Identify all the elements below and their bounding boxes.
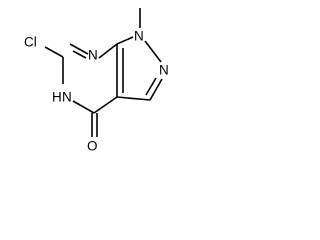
bond-n5-c7a bbox=[98, 43, 118, 59]
bond-c6-n5-double bbox=[72, 50, 87, 59]
bond-n2-c3 bbox=[149, 78, 163, 101]
atom-label-nh-h: H bbox=[52, 90, 62, 105]
atom-label-n-top: N bbox=[88, 48, 98, 63]
bond-c4-nh bbox=[72, 100, 95, 114]
atom-label-o: O bbox=[87, 139, 98, 154]
atom-label-n1: N bbox=[134, 29, 144, 44]
atom-label-cl: Cl bbox=[24, 35, 37, 50]
molecule-structure: Cl N N N H N O bbox=[24, 8, 169, 154]
bond-c3a-c4 bbox=[93, 96, 118, 114]
bond-c3-c3a bbox=[116, 96, 151, 101]
bond-c6-n5 bbox=[69, 43, 89, 55]
atom-label-nh-n: N bbox=[62, 90, 72, 105]
atom-label-n2: N bbox=[159, 63, 169, 78]
bond-c7a-n1 bbox=[116, 36, 134, 45]
bond-n1-n2 bbox=[144, 40, 162, 63]
bond-n2-c3-double bbox=[145, 77, 157, 96]
bond-c6-cl bbox=[44, 46, 64, 58]
